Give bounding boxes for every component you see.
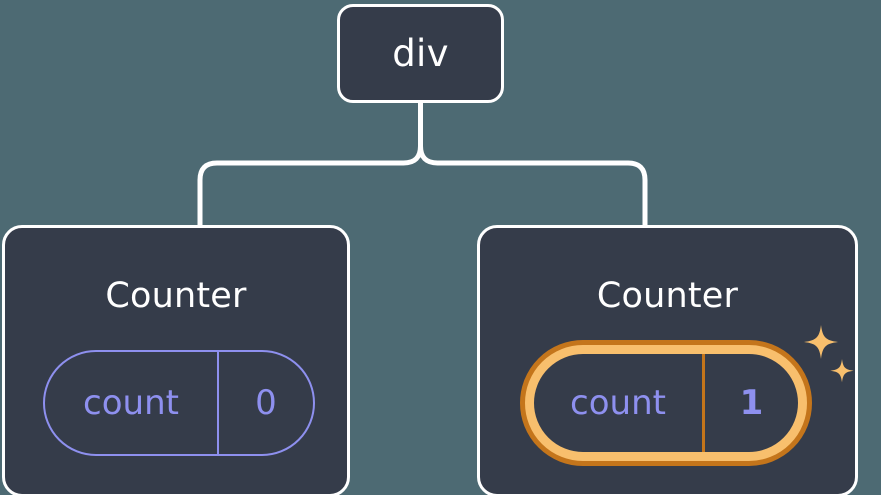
node-counter-left[interactable]: Counter count 0 xyxy=(2,225,350,495)
state-pill-right-wrap: count 1 xyxy=(520,340,812,466)
node-counter-right-title: Counter xyxy=(596,276,739,316)
node-div[interactable]: div xyxy=(337,4,504,103)
state-pill-right[interactable]: count 1 xyxy=(525,345,807,461)
state-value-left: 0 xyxy=(255,383,277,423)
state-key-left: count xyxy=(83,383,179,423)
sparkle-small-icon xyxy=(830,359,854,383)
node-counter-left-title: Counter xyxy=(105,276,247,316)
node-counter-right[interactable]: Counter count 1 xyxy=(477,225,858,495)
connector-root-to-right xyxy=(418,100,648,229)
state-pill-left-wrap: count 0 xyxy=(43,350,315,456)
state-pill-divider-right xyxy=(702,354,705,452)
connector-root-to-left xyxy=(197,100,423,229)
state-pill-left[interactable]: count 0 xyxy=(43,350,315,456)
node-div-label: div xyxy=(392,32,449,75)
state-key-right: count xyxy=(570,383,666,423)
state-pill-divider-left xyxy=(217,352,219,454)
state-value-right: 1 xyxy=(739,383,764,423)
